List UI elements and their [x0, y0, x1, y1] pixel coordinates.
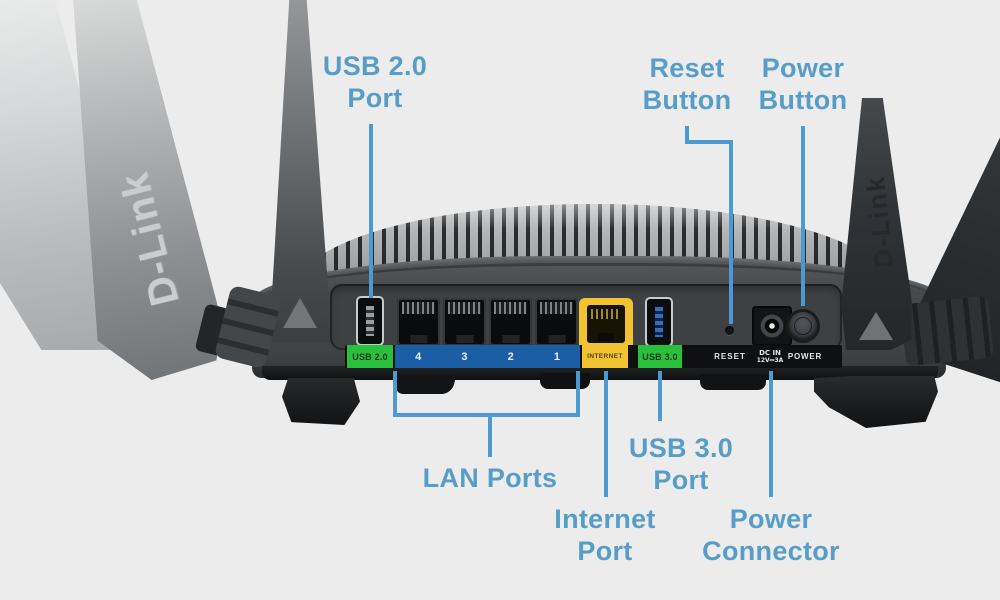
leader-line-power-connector: [769, 371, 773, 497]
callout-power-button-line1: Power: [761, 53, 845, 83]
foot-pad: [700, 374, 766, 390]
leader-line-power-button: [801, 126, 805, 306]
rj45-jack: [587, 305, 625, 343]
label-dc-in-line1: DC IN: [759, 349, 781, 357]
leader-line-reset-v2: [729, 140, 733, 324]
foot-pad: [540, 373, 590, 389]
foot-pad: [393, 375, 457, 394]
antenna-hinge-right: [900, 295, 994, 367]
leader-line-reset-v1: [685, 126, 689, 144]
label-lan-numbers: 4 3 2 1: [395, 345, 580, 368]
leader-line-lan-stem: [488, 413, 492, 457]
label-usb2: USB 2.0: [347, 345, 393, 368]
dc-barrel-jack: [760, 314, 784, 338]
rj45-pins: [448, 302, 481, 314]
callout-power-button: Power Button: [728, 52, 878, 116]
usb-tongue: [366, 306, 374, 336]
rj45-pins: [402, 302, 435, 314]
leader-line-lan-right: [576, 371, 580, 417]
rj45-tab: [410, 335, 427, 343]
callout-usb3-line2: Port: [653, 465, 709, 495]
rj45-tab: [548, 335, 565, 343]
rj45-tab: [456, 335, 473, 343]
dc-power-connector: [752, 306, 792, 346]
foot-left: [282, 378, 360, 425]
callout-internet: Internet Port: [525, 503, 685, 567]
label-dc-in: DC IN 12V⎓3A: [748, 345, 792, 368]
leader-line-lan-left: [393, 371, 397, 417]
callout-usb2: USB 2.0 Port: [295, 50, 455, 114]
callout-reset-line2: Button: [642, 85, 732, 115]
callout-reset-line1: Reset: [649, 53, 725, 83]
antenna-accent-triangle: [283, 298, 317, 328]
leader-line-reset-h: [685, 140, 733, 144]
panel-label-strip: USB 2.0 4 3 2 1 INTERNET USB 3.0 RESET D…: [345, 345, 842, 368]
usb-tongue: [655, 307, 663, 337]
rj45-pins: [494, 302, 527, 314]
lan-port-2: [489, 298, 532, 346]
internet-port: [579, 298, 633, 350]
lan-port-1: [535, 298, 578, 346]
antenna-accent-triangle: [859, 312, 893, 340]
callout-lan: LAN Ports: [395, 462, 585, 494]
rj45-tab: [598, 333, 614, 341]
callout-internet-line1: Internet: [554, 504, 656, 534]
callout-power-connector-line2: Connector: [702, 536, 840, 566]
reset-pinhole-button: [725, 326, 734, 335]
label-internet: INTERNET: [582, 345, 628, 368]
callout-lan-line1: LAN Ports: [422, 463, 558, 493]
callout-usb2-line1: USB 2.0: [322, 51, 428, 81]
lan-number-3: 3: [461, 350, 468, 363]
foot-right: [814, 376, 938, 428]
callout-reset: Reset Button: [612, 52, 762, 116]
rj45-pins: [591, 309, 621, 319]
brand-logo-left: D-Link: [111, 167, 188, 311]
label-power: POWER: [787, 352, 823, 361]
leader-line-internet: [604, 371, 608, 497]
power-button: [789, 312, 817, 340]
label-dc-in-line2: 12V⎓3A: [756, 357, 784, 364]
leader-line-usb2: [369, 124, 373, 298]
rj45-pins: [540, 302, 573, 314]
callout-usb3: USB 3.0 Port: [606, 432, 756, 496]
callout-power-connector: Power Connector: [676, 503, 866, 567]
leader-line-usb3: [658, 371, 662, 421]
lan-number-2: 2: [507, 350, 514, 363]
lan-number-1: 1: [553, 350, 560, 363]
lan-port-3: [443, 298, 486, 346]
label-usb3: USB 3.0: [638, 345, 682, 368]
callout-power-connector-line1: Power: [729, 504, 813, 534]
brand-logo-right: D-Link: [859, 173, 900, 270]
callout-usb3-line1: USB 3.0: [628, 433, 734, 463]
usb-3-port: [645, 297, 673, 347]
lan-number-4: 4: [415, 350, 422, 363]
callout-power-button-line2: Button: [758, 85, 848, 115]
callout-internet-line2: Port: [577, 536, 633, 566]
leader-line-lan-bracket: [393, 413, 580, 417]
rj45-tab: [502, 335, 519, 343]
usb-2-port: [356, 296, 384, 346]
antenna-right-inner: D-Link: [841, 98, 912, 350]
callout-usb2-line2: Port: [347, 83, 403, 113]
lan-port-4: [397, 298, 440, 346]
label-reset: RESET: [714, 352, 746, 361]
